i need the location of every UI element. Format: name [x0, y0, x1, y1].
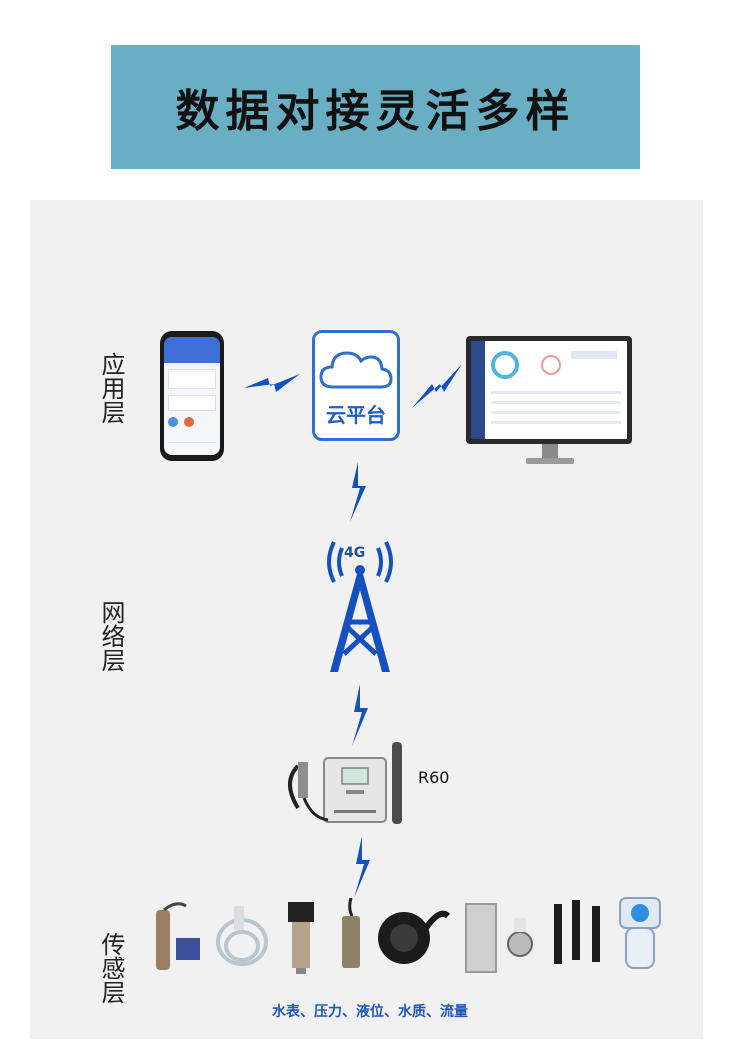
sensing-layer-label: 传感层 — [96, 932, 126, 1011]
monitor-screen — [471, 341, 627, 439]
cloud-platform-box: 云平台 — [312, 330, 400, 441]
desktop-monitor — [466, 336, 632, 444]
cloud-platform-label: 云平台 — [326, 403, 386, 427]
page-title: 数据对接灵活多样 — [175, 86, 576, 137]
title-banner: 数据对接灵活多样 — [111, 45, 640, 169]
tower-4g-label: 4G — [344, 545, 366, 561]
cell-tower-icon — [327, 541, 393, 672]
network-layer-text: 网络层 — [97, 600, 125, 672]
lightning-phone-cloud — [244, 374, 300, 392]
application-layer-label: 应用层 — [96, 352, 126, 431]
flow-meter-icon — [619, 897, 661, 969]
mobile-phone — [160, 331, 224, 461]
tube-sensor-icon — [216, 906, 268, 966]
sensors-caption: 水表、压力、液位、水质、流量 — [272, 1004, 468, 1020]
submersible-sensor-icon — [156, 902, 200, 970]
sensing-layer-text: 传感层 — [97, 932, 125, 1004]
water-meter-icon — [465, 903, 533, 973]
lightning-device-sensors — [354, 836, 370, 898]
monitor-stand — [526, 444, 574, 464]
application-layer-text: 应用层 — [97, 352, 125, 424]
lightning-cloud-tower — [350, 462, 366, 522]
pressure-transmitter-icon — [288, 902, 314, 974]
water-quality-probes-icon — [554, 900, 600, 964]
r60-device — [288, 742, 402, 824]
level-sensor-icon — [342, 898, 360, 968]
r60-label: R60 — [418, 768, 450, 787]
lightning-monitor-cloud — [412, 364, 462, 408]
radar-level-sensor-icon — [378, 910, 451, 964]
lightning-tower-device — [352, 684, 368, 746]
network-layer-label: 网络层 — [96, 600, 126, 679]
cloud-icon — [319, 351, 393, 389]
phone-screen — [164, 337, 220, 455]
